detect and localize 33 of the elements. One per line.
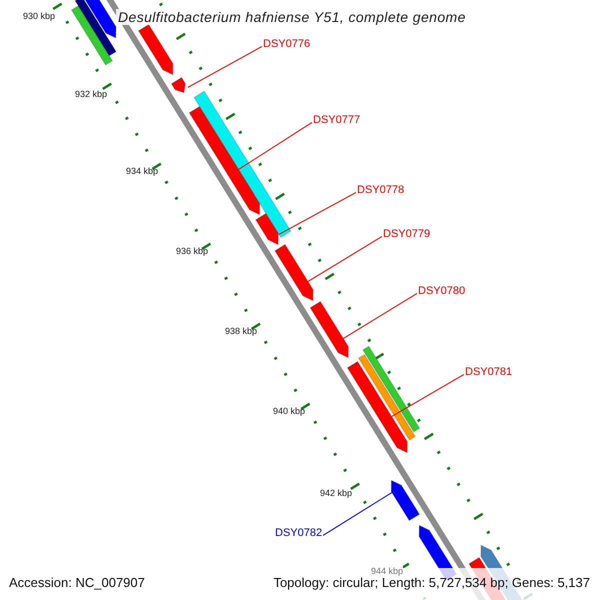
tick-label: 936 kbp [176, 246, 208, 256]
gene-bar [346, 360, 408, 454]
accession-text: Accession: NC_007907 [9, 575, 145, 590]
genome-info-text: Topology: circular; Length: 5,727,534 bp; Genes: 5,137 [273, 575, 590, 590]
leader-line [278, 192, 356, 235]
gene-label: DSY0779 [383, 228, 430, 240]
tick-label: 944 kbp [370, 566, 403, 576]
tick-label: 940 kbp [272, 406, 305, 416]
leader-line [187, 46, 262, 88]
gene-bar [274, 244, 314, 302]
tick-label: 942 kbp [320, 488, 352, 498]
tick-label: 934 kbp [126, 166, 158, 176]
gene-label: DSY0780 [418, 285, 466, 297]
gene-label: DSY0782 [275, 527, 322, 539]
gene-bar [255, 212, 279, 246]
leader-line [238, 122, 312, 170]
leader-line [308, 236, 382, 282]
gene-bar [138, 24, 174, 76]
leader-line [391, 374, 464, 417]
tick-label: 932 kbp [74, 89, 107, 99]
gene-label: DSY0777 [313, 114, 360, 126]
gene-bar [170, 76, 186, 94]
tick-label: 930 kbp [22, 11, 55, 21]
tick-label: 938 kbp [224, 326, 257, 336]
title: Desulfitobacterium hafniense Y51, complete genome [116, 9, 468, 25]
leader-line [322, 492, 392, 536]
gene-bar [390, 480, 420, 522]
gene-label: DSY0781 [465, 366, 512, 378]
gene-label: DSY0778 [357, 184, 404, 196]
gene-bar [188, 106, 260, 216]
gene-label: DSY0776 [263, 38, 310, 50]
gene-bar [310, 300, 349, 358]
leader-line [342, 292, 418, 339]
